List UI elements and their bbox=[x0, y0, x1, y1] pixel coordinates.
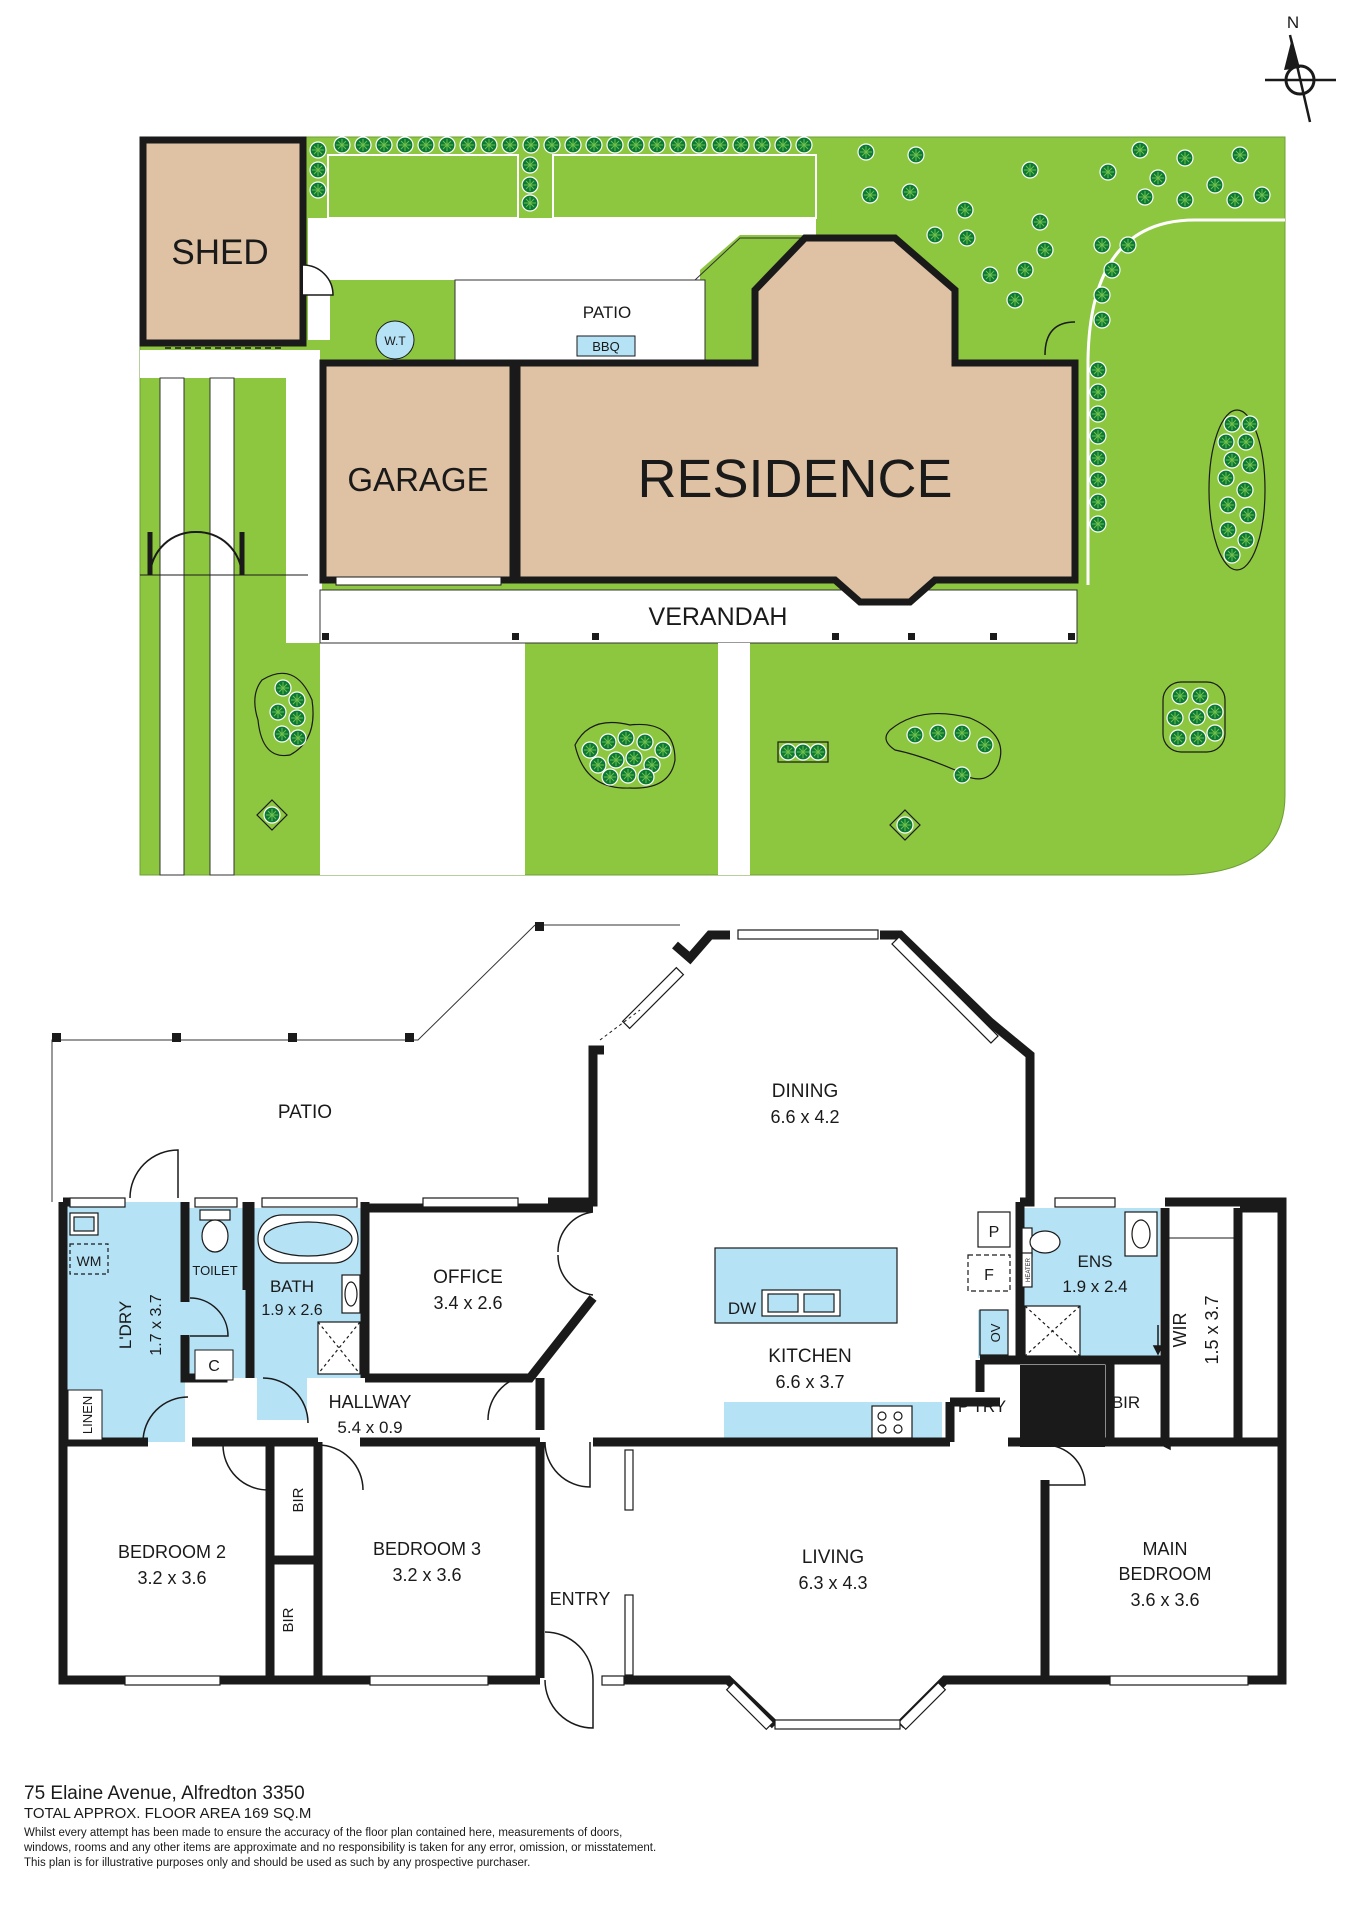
site-plan: PATIO BBQ W.T SHED GARAGE RESIDENCE VERA… bbox=[139, 136, 1286, 876]
driveway-strip bbox=[159, 377, 185, 876]
wm-label: WM bbox=[77, 1253, 102, 1269]
laundry-dims: 1.7 x 3.7 bbox=[148, 1294, 165, 1355]
driveway bbox=[320, 643, 525, 875]
bir-bedroom3-label: BIR bbox=[290, 1487, 307, 1512]
cupboard-label: C bbox=[208, 1358, 220, 1375]
property-address: 75 Elaine Avenue, Alfredton 3350 bbox=[24, 1783, 305, 1804]
shed-label: SHED bbox=[171, 233, 268, 272]
living-dims: 6.3 x 4.3 bbox=[798, 1573, 867, 1593]
pantry-label: P'TRY bbox=[958, 1397, 1006, 1416]
fixtures bbox=[69, 1209, 1158, 1676]
heater-label: HEATER bbox=[1026, 1257, 1032, 1282]
living-label: LIVING bbox=[802, 1547, 864, 1568]
dining-label: DINING bbox=[772, 1081, 839, 1102]
fridge-label: F bbox=[984, 1267, 994, 1284]
office-label: OFFICE bbox=[433, 1267, 503, 1288]
plan-footer: 75 Elaine Avenue, Alfredton 3350 TOTAL A… bbox=[24, 1783, 1324, 1871]
bbq-label: BBQ bbox=[592, 339, 619, 354]
wir-dims: 1.5 x 3.7 bbox=[1202, 1295, 1222, 1364]
kitchen-label: KITCHEN bbox=[768, 1346, 851, 1367]
north-compass-icon: N bbox=[1265, 13, 1336, 123]
kitchen-dims: 6.6 x 3.7 bbox=[775, 1372, 844, 1392]
laundry-label: L'DRY bbox=[116, 1301, 135, 1349]
dining-dims: 6.6 x 4.2 bbox=[770, 1107, 839, 1127]
bath-label: BATH bbox=[270, 1277, 314, 1296]
hallway-dims: 5.4 x 0.9 bbox=[337, 1418, 402, 1437]
pantry-p-label: P bbox=[989, 1224, 1000, 1241]
dishwasher-label: DW bbox=[728, 1299, 756, 1318]
main-bedroom-label-line2: BEDROOM bbox=[1118, 1564, 1211, 1584]
floor-area: TOTAL APPROX. FLOOR AREA 169 SQ.M bbox=[24, 1805, 312, 1822]
bedroom2-dims: 3.2 x 3.6 bbox=[137, 1568, 206, 1588]
patio-area bbox=[51, 924, 680, 1202]
doors bbox=[129, 1149, 1086, 1729]
bedroom2-label: BEDROOM 2 bbox=[118, 1542, 226, 1562]
verandah bbox=[319, 589, 1078, 644]
bedroom3-dims: 3.2 x 3.6 bbox=[392, 1565, 461, 1585]
ensuite-label: ENS bbox=[1078, 1252, 1113, 1271]
hallway-label: HALLWAY bbox=[329, 1392, 412, 1412]
bir-bedroom2-label: BIR bbox=[280, 1607, 297, 1632]
bedroom3-label: BEDROOM 3 bbox=[373, 1539, 481, 1559]
verandah-label: VERANDAH bbox=[649, 603, 788, 631]
gate bbox=[140, 530, 308, 576]
main-bedroom-label-line1: MAIN bbox=[1143, 1539, 1188, 1559]
disclaimer: Whilst every attempt has been made to en… bbox=[24, 1826, 1324, 1871]
oven-label: OV bbox=[988, 1323, 1003, 1342]
water-tank bbox=[375, 320, 415, 360]
linen-label: LINEN bbox=[80, 1396, 95, 1434]
main-bedroom-dims: 3.6 x 3.6 bbox=[1130, 1590, 1199, 1610]
patio-label: PATIO bbox=[278, 1102, 332, 1123]
driveway-strip bbox=[209, 377, 235, 876]
windows bbox=[69, 929, 1249, 1731]
ensuite-dims: 1.9 x 2.4 bbox=[1062, 1277, 1127, 1296]
wir-label: WIR bbox=[1170, 1313, 1190, 1348]
north-label: N bbox=[1287, 13, 1299, 32]
floor-plan: PATIO DINING 6.6 x 4.2 OFFICE 3.4 x 2.6 … bbox=[51, 922, 1287, 1731]
residence bbox=[513, 234, 1079, 606]
disclaimer-line: Whilst every attempt has been made to en… bbox=[24, 1827, 623, 1839]
garage-label: GARAGE bbox=[347, 461, 488, 498]
toilet-label: TOILET bbox=[192, 1263, 237, 1278]
office-dims: 3.4 x 2.6 bbox=[433, 1293, 502, 1313]
room-labels: PATIO DINING 6.6 x 4.2 OFFICE 3.4 x 2.6 … bbox=[67, 1081, 1222, 1633]
disclaimer-line: windows, rooms and any other items are a… bbox=[24, 1842, 657, 1854]
shed bbox=[139, 136, 307, 347]
residence-label: RESIDENCE bbox=[637, 449, 952, 509]
entry-label: ENTRY bbox=[550, 1589, 611, 1609]
bir-label: BIR bbox=[1112, 1393, 1140, 1412]
disclaimer-line: This plan is for illustrative purposes o… bbox=[24, 1857, 531, 1869]
bath-dims: 1.9 x 2.6 bbox=[261, 1302, 322, 1319]
water-tank-label: W.T bbox=[384, 334, 406, 348]
site-patio-label: PATIO bbox=[583, 303, 632, 322]
garage bbox=[319, 359, 517, 584]
